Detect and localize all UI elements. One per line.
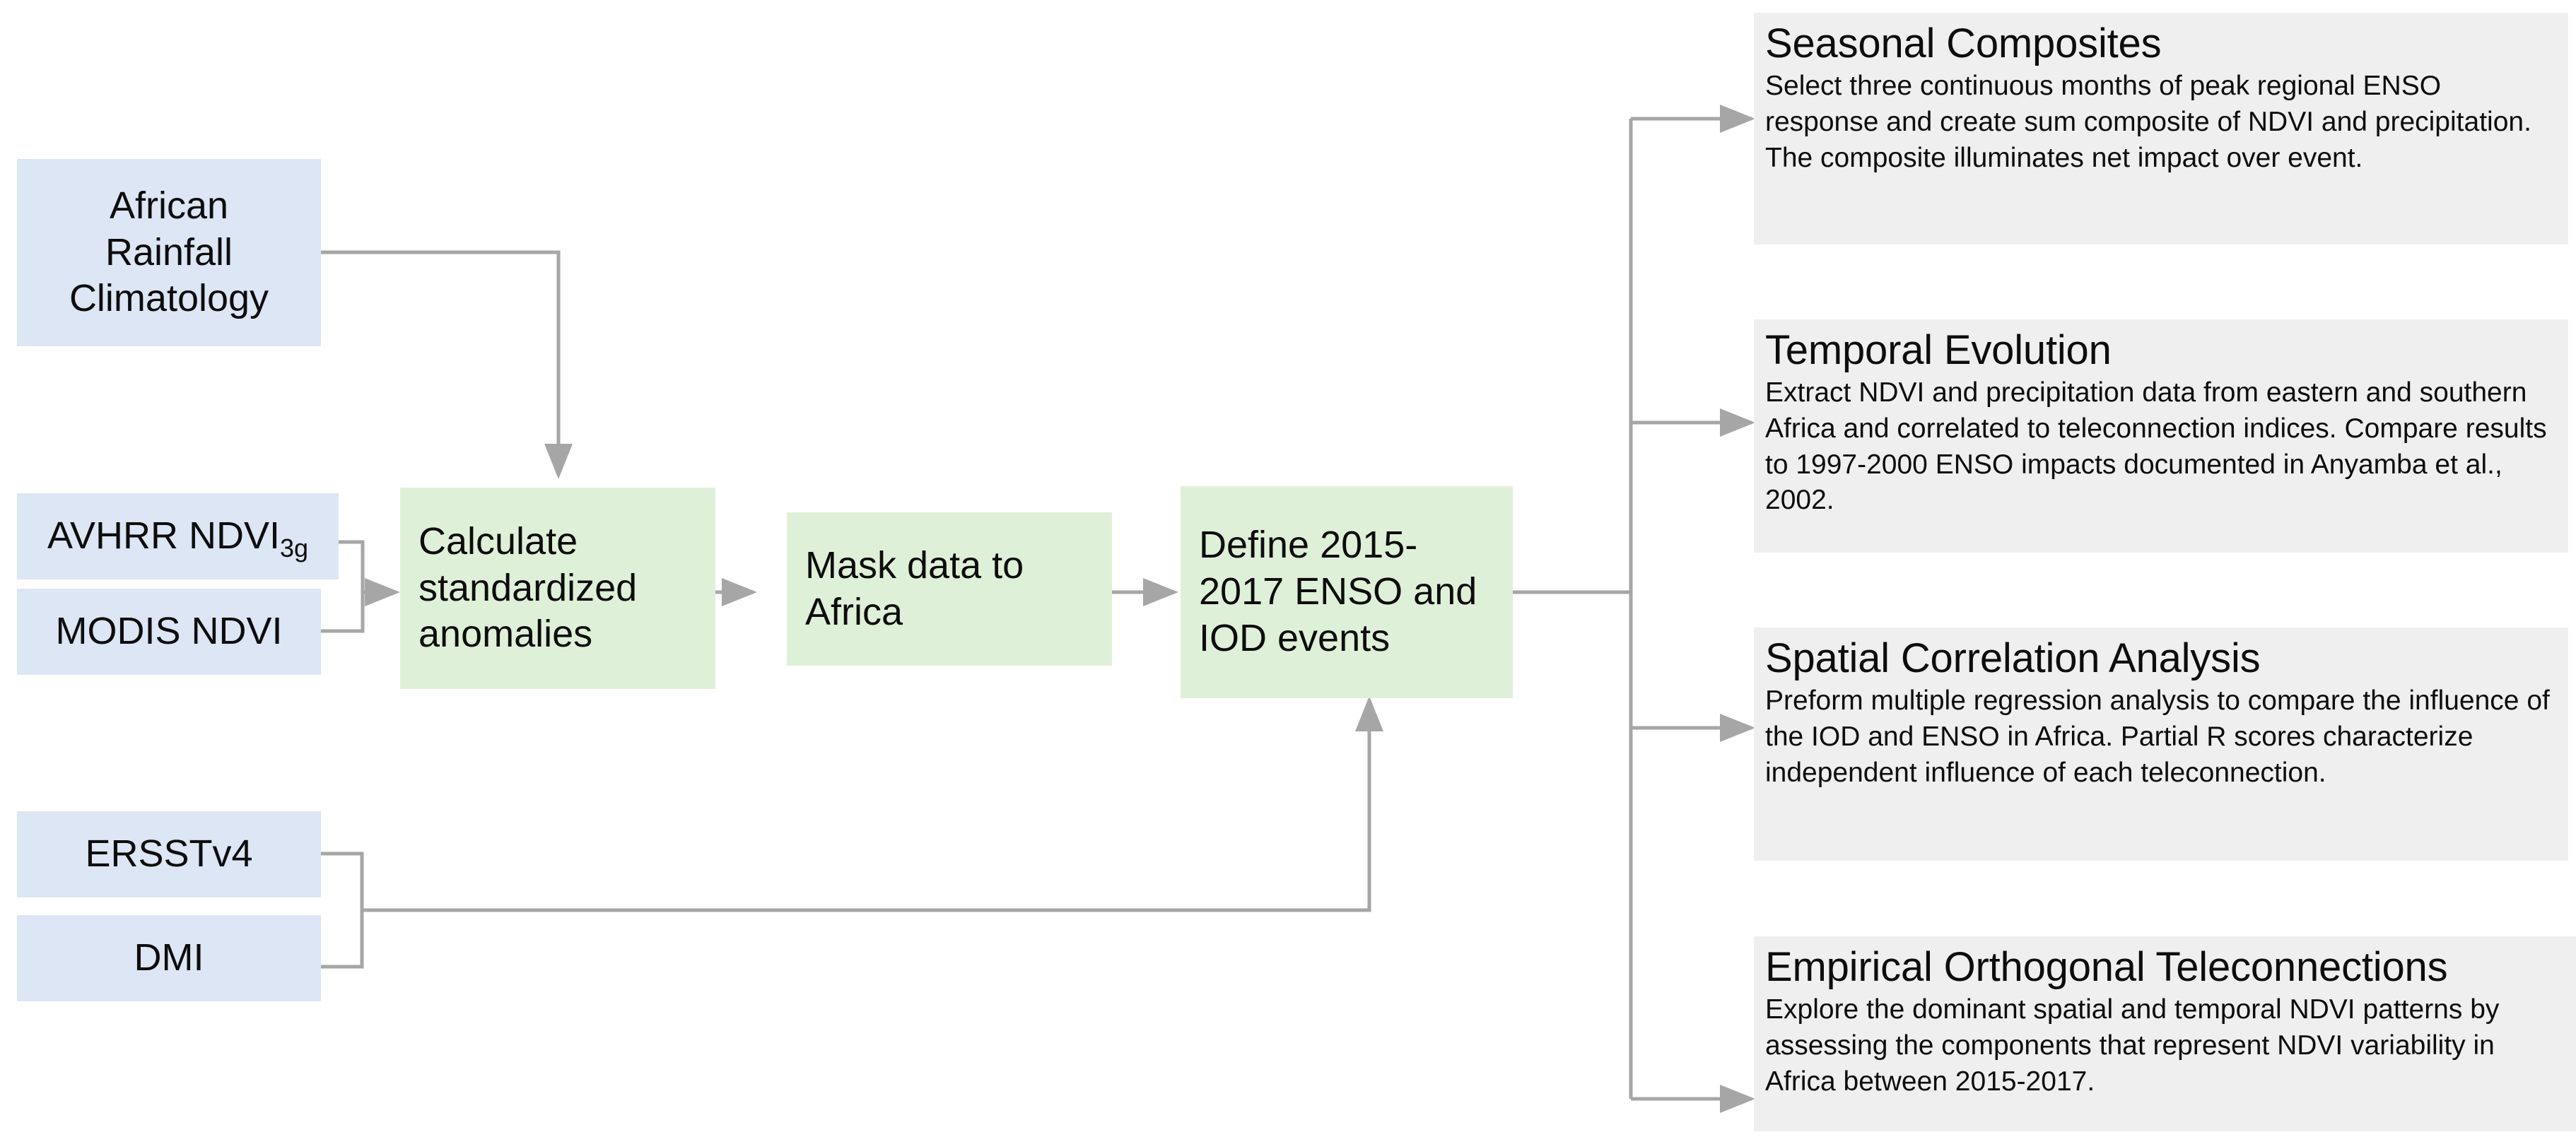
process-label-line-1: Calculate (418, 519, 578, 562)
input-label-dmi: DMI (134, 936, 204, 979)
output-panel-body: Select three continuous months of peak r… (1765, 71, 2531, 173)
output-panel-spatial-correlation-analysis[interactable]: Spatial Correlation Analysis Preform mul… (1754, 628, 2568, 861)
process-label-line-1: Mask data to (805, 543, 1024, 587)
output-panel-title: Spatial Correlation Analysis (1765, 635, 2261, 681)
wire-rainfall-to-anomalies (320, 250, 573, 479)
process-box-mask-data-to-africa[interactable]: Mask data to Africa (787, 512, 1112, 666)
process-label-line-2: standardized (418, 566, 638, 609)
output-panel-title: Temporal Evolution (1765, 327, 2112, 373)
output-panel-title: Empirical Orthogonal Teleconnections (1765, 944, 2448, 990)
wire-indices-to-define (362, 696, 1383, 912)
input-label-line-3: Climatology (69, 277, 269, 320)
wire-modis-to-merge (320, 592, 365, 633)
output-panel-seasonal-composites[interactable]: Seasonal Composites Select three continu… (1754, 13, 2568, 245)
process-box-define-enso-iod-events[interactable]: Define 2015- 2017 ENSO and IOD events (1181, 486, 1513, 698)
input-label-ersstv4: ERSSTv4 (85, 832, 253, 876)
wire-ersstv4-to-merge (320, 852, 364, 910)
output-panel-title: Seasonal Composites (1765, 20, 2162, 66)
output-panel-body: Extract NDVI and precipitation data from… (1765, 377, 2547, 516)
input-label-line-2: Rainfall (105, 230, 233, 273)
input-box-ersstv4[interactable]: ERSSTv4 (17, 811, 321, 897)
input-box-avhrr-ndvi3g[interactable]: AVHRR NDVI3g (17, 493, 339, 579)
output-panel-empirical-orthogonal-teleconnections[interactable]: Empirical Orthogonal Teleconnections Exp… (1754, 936, 2576, 1131)
process-label-line-2: Africa (805, 590, 903, 633)
process-label-line-3: IOD events (1199, 616, 1391, 659)
input-label-modis-ndvi: MODIS NDVI (55, 610, 283, 653)
input-box-african-rainfall-climatology[interactable]: African Rainfall Climatology (17, 159, 321, 346)
input-box-dmi[interactable]: DMI (17, 915, 321, 1001)
input-label-avhrr-ndvi: AVHRR NDVI (47, 514, 280, 558)
process-label-line-1: Define 2015- (1199, 524, 1418, 567)
output-panel-body: Preform multiple regression analysis to … (1765, 685, 2550, 788)
output-panel-temporal-evolution[interactable]: Temporal Evolution Extract NDVI and prec… (1754, 319, 2568, 553)
input-box-modis-ndvi[interactable]: MODIS NDVI (17, 589, 321, 675)
wire-dmi-to-merge (320, 910, 364, 969)
process-label-line-3: anomalies (418, 613, 593, 656)
input-label-avhrr-subscript: 3g (280, 533, 309, 562)
process-box-calculate-standardized-anomalies[interactable]: Calculate standardized anomalies (400, 488, 715, 689)
input-label-line-1: African (109, 184, 229, 227)
process-label-line-2: 2017 ENSO and (1199, 570, 1477, 613)
output-panel-body: Explore the dominant spatial and tempora… (1765, 994, 2500, 1097)
wire-avhrr-to-merge (338, 540, 365, 592)
